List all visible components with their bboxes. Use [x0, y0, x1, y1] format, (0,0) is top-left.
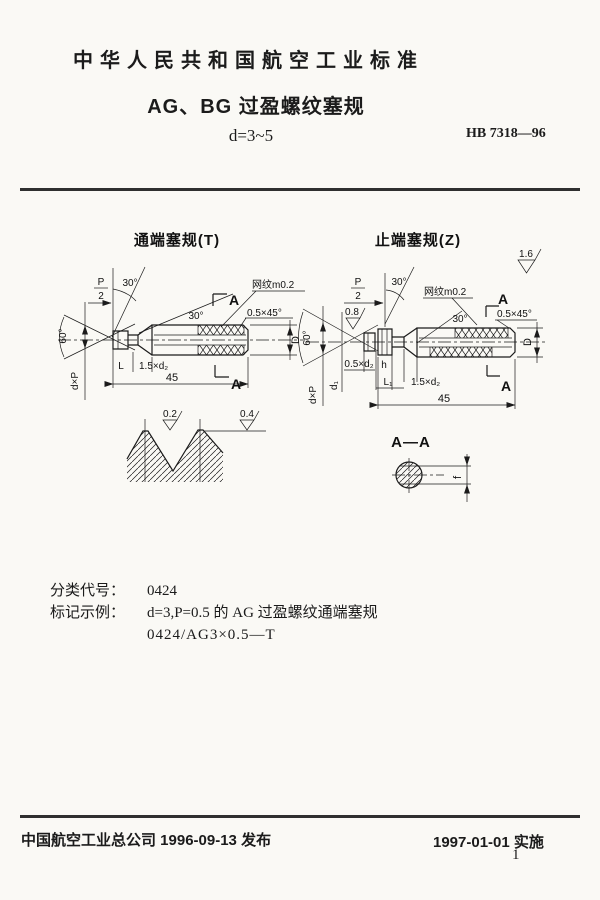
nogo-dim-05d2-label: 0.5×d₂: [344, 359, 373, 370]
roughness-crest-value: 0.4: [240, 409, 254, 420]
nogo-knurl-band-bottom: [430, 347, 492, 357]
go-section-marks: A A: [212, 292, 241, 392]
nogo-angle-60-label: 60°: [302, 330, 313, 345]
nogo-cone-angle-60: 60°: [298, 308, 379, 367]
nogo-section-mark-bottom: A: [501, 378, 511, 394]
go-chamfer-label: 0.5×45°: [247, 308, 282, 319]
nogo-dxp-label: d×P: [308, 386, 319, 404]
nogo-gauge-body: [363, 327, 516, 358]
go-gauge-title: 通端塞规(T): [134, 231, 220, 249]
nogo-p-num: P: [355, 277, 362, 288]
nogo-angle-30-top: 30°: [384, 266, 415, 325]
size-range: d=3~5: [228, 126, 274, 145]
nogo-knurl-callout: 网纹m0.2: [423, 285, 478, 326]
nogo-ra-handle-value: 1.6: [519, 249, 533, 260]
nogo-dim-L1-label: L₁: [384, 377, 394, 388]
nogo-angle-30-top-label: 30°: [391, 277, 406, 288]
page-number: 1: [512, 847, 520, 863]
nogo-dim-45-label: 45: [438, 393, 450, 405]
nogo-chamfer-callout: 0.5×45°: [495, 309, 537, 329]
classification-row: 分类代号： 0424: [50, 580, 378, 602]
nogo-gauge-view: 止端塞规(Z) 1.6: [298, 231, 545, 409]
go-dim-15d2-label: 1.5×d₂: [139, 361, 168, 372]
go-section-mark-top: A: [229, 292, 239, 308]
nogo-roughness-handle: 1.6: [517, 248, 542, 274]
section-a-a: A—A f: [391, 434, 471, 502]
effective-date: 1997-01-01 实施: [433, 834, 544, 851]
go-length-dimensions: L 1.5×d₂ 45: [104, 352, 249, 388]
classification-code: 0424: [147, 583, 177, 599]
go-angle-30-top: 30°: [111, 266, 146, 338]
go-angle-30-top-label: 30°: [122, 278, 137, 289]
go-dxp-label: d×P: [70, 372, 81, 390]
nogo-length-dimensions: 0.5×d₂ h L₁ 1.5×d₂ 45: [344, 349, 516, 409]
go-dim-45-label: 45: [166, 372, 178, 384]
roughness-flank-value: 0.2: [163, 409, 177, 420]
nogo-angle-30-mid-label: 30°: [452, 314, 467, 325]
nogo-diameter-D-dimension: D: [517, 322, 543, 363]
nogo-knurl-label: 网纹m0.2: [424, 285, 467, 298]
marking-example-label: 标记示例：: [50, 605, 126, 621]
roughness-crest: 0.4: [203, 409, 266, 432]
go-dxp-dimension: d×P: [70, 302, 88, 400]
nogo-dxp-dimension: d×P: [308, 306, 326, 406]
nogo-half-pitch-dimension: P 2: [344, 273, 386, 327]
thread-profile-detail: 0.2 0.4: [126, 409, 266, 482]
go-angle-60-label: 60°: [58, 328, 69, 343]
roughness-flank: 0.2: [162, 409, 183, 431]
go-p-num: P: [98, 277, 105, 288]
footer-rule: [20, 815, 580, 818]
marking-example-row: 标记示例： d=3,P=0.5 的 AG 过盈螺纹通端塞规: [50, 602, 378, 624]
nogo-dim-15d2-label: 1.5×d₂: [411, 377, 440, 388]
marking-example-code: 0424/AG3×0.5—T: [147, 627, 276, 643]
nogo-dim-D-label: D: [522, 338, 534, 346]
go-angle-30-mid-label: 30°: [188, 311, 203, 322]
nogo-dim-d1-label: d₁: [329, 380, 340, 390]
header-rule: [20, 188, 580, 191]
go-dim-D-label: D: [290, 336, 302, 344]
doc-title: AG、BG 过盈螺纹塞规: [147, 96, 365, 118]
nogo-d1-dimension: d₁: [329, 312, 343, 392]
go-knurl-label: 网纹m0.2: [252, 278, 295, 291]
marking-example-desc: d=3,P=0.5 的 AG 过盈螺纹通端塞规: [147, 605, 378, 621]
go-chamfer-callout: 0.5×45°: [239, 308, 293, 328]
go-angle-30-mid: 30°: [138, 293, 234, 334]
standard-number: HB 7318—96: [466, 126, 546, 141]
nogo-section-marks: A A: [485, 291, 511, 394]
nogo-gauge-title: 止端塞规(Z): [375, 231, 461, 249]
classification-block: 分类代号： 0424 标记示例： d=3,P=0.5 的 AG 过盈螺纹通端塞规…: [50, 580, 378, 646]
publisher-line: 中国航空工业总公司 1996-09-13 发布: [21, 832, 272, 849]
section-f-dimension: f: [416, 454, 471, 502]
go-cone-angle-60: 60°: [58, 314, 136, 360]
nogo-chamfer-label: 0.5×45°: [497, 309, 532, 320]
nogo-p-den: 2: [355, 291, 361, 302]
go-p-den: 2: [98, 291, 104, 302]
nogo-knurl-band-top: [455, 328, 508, 338]
org-title: 中华人民共和国航空工业标准: [73, 50, 424, 72]
section-a-a-title: A—A: [391, 434, 431, 451]
go-gauge-view: 通端塞规(T) 60°: [58, 231, 305, 400]
section-dim-f-label: f: [452, 475, 464, 479]
gauge-technical-drawing: 通端塞规(T) 60°: [58, 231, 545, 502]
nogo-section-mark-top: A: [498, 291, 508, 307]
go-knurl-band-bottom: [198, 345, 244, 355]
go-half-pitch-dimension: P 2: [88, 277, 112, 306]
go-knurl-band-top: [198, 325, 244, 335]
nogo-angle-30-mid: 30°: [416, 310, 468, 344]
go-dim-L-label: L: [118, 361, 124, 372]
nogo-dim-h-label: h: [381, 360, 387, 371]
nogo-roughness-thread: 0.8: [345, 307, 366, 330]
nogo-ra-thread-value: 0.8: [345, 307, 359, 318]
classification-label: 分类代号：: [50, 583, 126, 599]
go-diameter-D-dimension: D: [250, 320, 302, 360]
go-knurl-callout: 网纹m0.2: [220, 278, 305, 328]
